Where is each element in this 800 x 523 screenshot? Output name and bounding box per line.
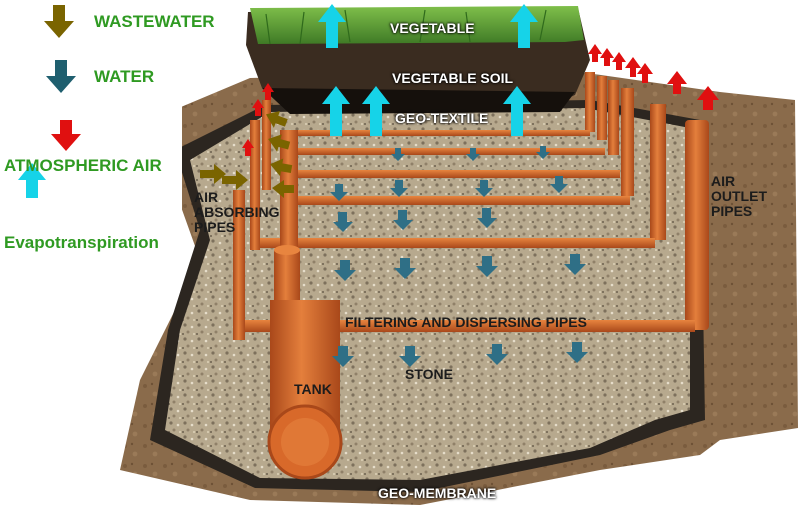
label-air-outlet-pipes: AIR OUTLET PIPES: [711, 173, 767, 220]
label-stone: STONE: [405, 366, 453, 382]
label-geo-textile: GEO-TEXTILE: [395, 110, 489, 126]
grass-blades: [265, 9, 547, 45]
label-vegetable-soil: VEGETABLE SOIL: [392, 70, 514, 86]
legend-water-label: WATER: [94, 67, 155, 86]
evapotranspiration-arrows: [318, 4, 538, 136]
label-geo-membrane: GEO-MEMBRANE: [378, 485, 497, 501]
air-absorbing-pipes: [233, 100, 271, 340]
label-air-absorbing-pipes: AIR ABSORBING PIPES: [194, 189, 280, 236]
tank-riser-cap: [274, 245, 300, 255]
wastewater-arrow-icon: [44, 5, 74, 38]
legend-wastewater-label: WASTEWATER: [94, 12, 215, 31]
filtering-dispersing-pipes: [235, 130, 695, 332]
evapotranspiration-arrow-icon: [18, 163, 46, 198]
air-outlet-pipes: [585, 72, 709, 330]
legend-evapotranspiration-label: Evapotranspiration: [4, 233, 159, 252]
label-tank: TANK: [294, 381, 332, 397]
legend-atmospheric-air-label: ATMOSPHERIC AIR: [4, 156, 162, 175]
label-filtering-dispersing-pipes: FILTERING AND DISPERSING PIPES: [345, 314, 587, 330]
label-vegetable: VEGETABLE: [390, 20, 475, 36]
legend-background: [0, 0, 182, 278]
atmospheric-air-arrow-icon: [51, 120, 81, 151]
wastewater-arrows: [200, 110, 294, 198]
legend-icons: [18, 5, 81, 198]
water-arrows: [330, 146, 588, 367]
atmospheric-air-arrows: [242, 44, 719, 156]
water-arrow-icon: [46, 60, 76, 93]
